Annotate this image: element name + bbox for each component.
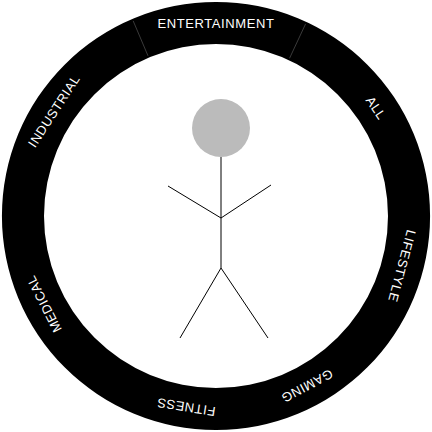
segment-divider — [133, 21, 148, 56]
segment-divider — [290, 24, 306, 58]
figure-head — [192, 99, 250, 157]
figure-arm — [168, 186, 221, 218]
segment-label: ENTERTAINMENT — [157, 17, 274, 30]
figure-arm — [221, 185, 271, 218]
figure-leg — [180, 268, 221, 338]
figure-leg — [221, 268, 268, 338]
figure-body — [221, 157, 222, 268]
